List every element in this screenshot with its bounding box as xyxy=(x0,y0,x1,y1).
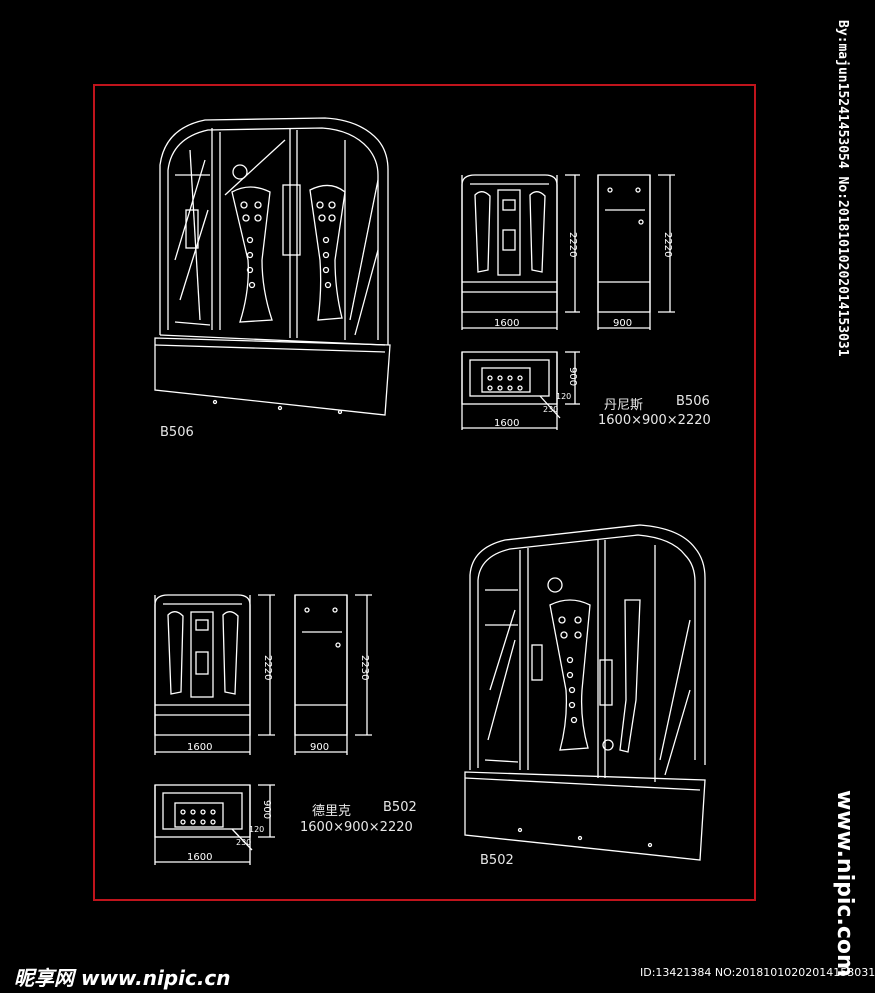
b506-name: 丹尼斯 xyxy=(604,398,644,413)
watermark-brand: 昵享网 www.nipic.cn xyxy=(14,966,231,990)
b506-code: B506 xyxy=(676,394,710,409)
b506-plan-depth: 900 xyxy=(567,367,578,387)
b502-side-height: 2230 xyxy=(359,655,370,681)
watermark-side: By:majun15241453054 No:20181010202014153… xyxy=(835,20,850,357)
b502-perspective-view xyxy=(464,524,706,861)
b502-name: 德里克 xyxy=(312,804,352,819)
b502-plan-depth: 900 xyxy=(261,800,272,820)
b506-front-height: 2220 xyxy=(567,232,578,258)
b506-size: 1600×900×2220 xyxy=(598,413,711,428)
watermark-id: ID:13421384 NO:20181010202014153031 xyxy=(640,966,875,979)
b502-side-elevation xyxy=(294,594,372,755)
drawing-frame xyxy=(93,84,756,901)
b506-side-height: 2220 xyxy=(662,232,673,258)
b506-perspective-view xyxy=(154,117,391,416)
b506-plan-small-b: 120 xyxy=(556,392,572,401)
b502-plan-small-b: 120 xyxy=(249,825,265,834)
watermark-site: www.nipic.com xyxy=(832,790,857,977)
b502-size: 1600×900×2220 xyxy=(300,820,413,835)
b506-front-elevation xyxy=(461,174,580,330)
b502-side-width: 900 xyxy=(310,742,330,753)
b506-tag: B506 xyxy=(160,425,194,440)
b506-side-elevation xyxy=(597,174,675,330)
b506-side-width: 900 xyxy=(613,318,633,329)
b506-plan-view xyxy=(461,351,580,430)
b502-front-elevation xyxy=(154,594,275,755)
b506-plan-small-a: 230 xyxy=(543,405,559,414)
b506-front-width: 1600 xyxy=(494,318,520,329)
b502-plan-small-a: 230 xyxy=(236,838,252,847)
b502-code: B502 xyxy=(383,800,417,815)
b502-front-width: 1600 xyxy=(187,742,213,753)
b502-plan-width: 1600 xyxy=(187,852,213,863)
b502-tag: B502 xyxy=(480,853,514,868)
b506-plan-width: 1600 xyxy=(494,418,520,429)
b502-plan-view xyxy=(154,784,275,865)
b502-front-height: 2220 xyxy=(262,655,273,681)
